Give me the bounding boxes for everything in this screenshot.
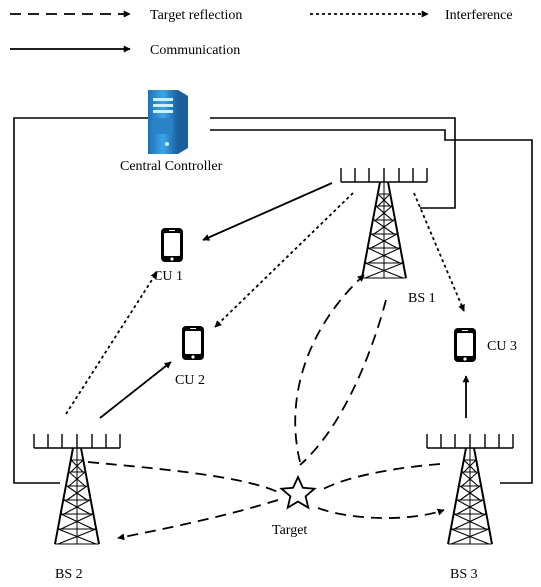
reflection-bs1-to-target [299, 299, 387, 466]
legend-target-reflection-label: Target reflection [150, 8, 242, 23]
interference-bs2-to-cu1 [65, 271, 158, 415]
bs1-tower [340, 167, 428, 279]
cu3-label: CU 3 [487, 339, 517, 354]
bs1-label: BS 1 [408, 291, 436, 306]
reflection-target-to-bs2 [117, 499, 279, 541]
star-icon [279, 474, 317, 510]
cell-tower-icon [340, 167, 428, 279]
backhaul-links [13, 117, 533, 484]
target-label: Target [272, 523, 307, 538]
reflection-bs3-to-target [317, 463, 441, 493]
cu2-label: CU 2 [175, 373, 205, 388]
smartphone-icon [160, 227, 184, 263]
cu2-phone [181, 325, 205, 361]
interference-bs1-to-cu2 [214, 192, 354, 328]
smartphone-icon [453, 327, 477, 363]
backhaul-left-link [13, 117, 150, 484]
cell-tower-icon [33, 433, 121, 545]
server-icon [148, 90, 188, 154]
interference-links [65, 192, 465, 415]
cu1-phone [160, 227, 184, 263]
legend-communication-label: Communication [150, 43, 240, 58]
target-reflection-links [87, 274, 445, 541]
reflection-bs2-to-target [87, 461, 279, 493]
bs3-label: BS 3 [450, 567, 478, 582]
legend: Target reflection Interference Communica… [10, 8, 513, 58]
comm-bs1-to-cu1 [202, 182, 333, 241]
communication-links [99, 182, 470, 419]
reflection-target-to-bs1 [294, 274, 365, 463]
controller-label: Central Controller [120, 159, 223, 174]
cu1-label: CU 1 [153, 269, 183, 284]
cu3-phone [453, 327, 477, 363]
legend-interference-label: Interference [445, 8, 513, 23]
smartphone-icon [181, 325, 205, 361]
backhaul-right-link [210, 129, 533, 484]
comm-bs2-to-cu2 [99, 361, 172, 419]
bs2-label: BS 2 [55, 567, 83, 582]
reflection-target-to-bs3 [317, 507, 445, 519]
target-star [279, 474, 317, 510]
backhaul-bs1-link [210, 117, 456, 209]
cell-tower-icon [426, 433, 514, 545]
bs3-tower [426, 433, 514, 545]
bs2-tower [33, 433, 121, 545]
